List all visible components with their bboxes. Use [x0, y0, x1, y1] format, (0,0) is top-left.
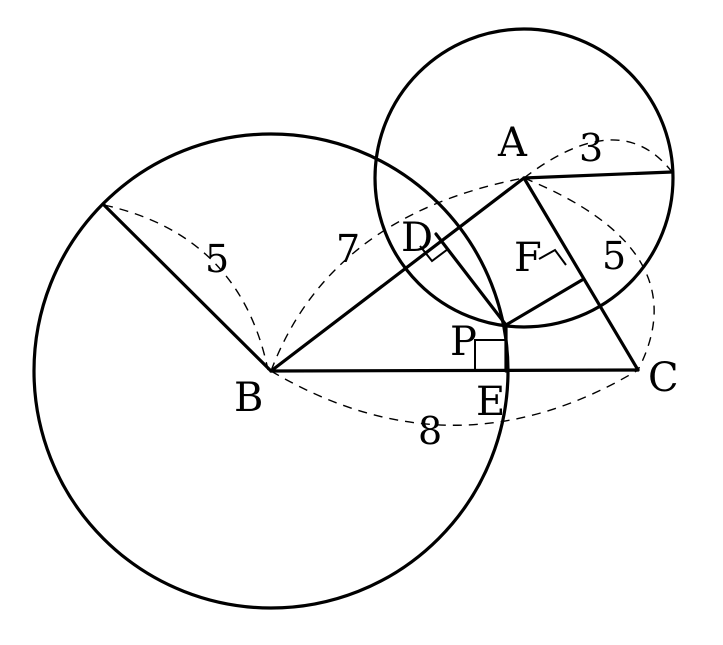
segment-pd [434, 232, 508, 327]
right-angle-e [474, 339, 505, 370]
radius-a [522, 170, 674, 180]
length-label-bc: 8 [418, 409, 442, 453]
segment-ac [522, 176, 640, 372]
radius-b [102, 203, 273, 373]
label-point-b: B [234, 375, 263, 421]
arc-side-ac [523, 177, 655, 371]
circle-centered-a [373, 27, 675, 329]
segment-ab [269, 176, 526, 373]
label-point-d: D [401, 215, 433, 261]
right-angle-f [538, 248, 567, 266]
label-point-f: F [514, 235, 542, 281]
label-point-c: C [648, 355, 679, 401]
segment-bc [269, 368, 640, 373]
length-label-radius-small: 3 [579, 126, 603, 170]
arc-side-bc [270, 369, 639, 426]
length-label-radius-big: 5 [205, 237, 229, 281]
right-angle-d [419, 245, 449, 263]
label-point-a: A [497, 120, 528, 166]
segment-pf [504, 278, 584, 327]
arc-radius-small [523, 139, 673, 179]
arc-radius-big [103, 204, 269, 371]
length-label-ab: 7 [336, 227, 360, 271]
label-point-p: P [450, 319, 477, 365]
length-label-ac: 5 [602, 234, 626, 278]
label-point-e: E [476, 379, 505, 425]
